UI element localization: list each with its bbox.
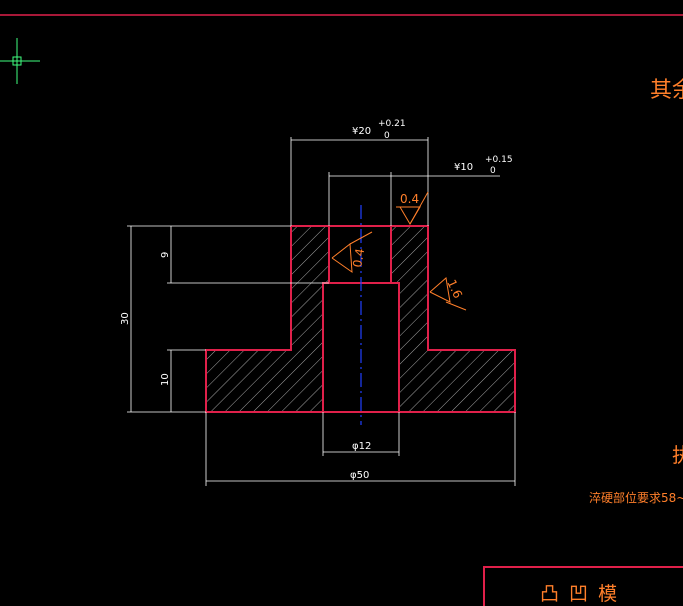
dim-top-diameter: ¥20 — [352, 126, 371, 137]
note-partial-char: 执 — [672, 443, 683, 467]
dim-top-tol-lower: 0 — [384, 131, 390, 141]
roughness-symbol-inner: 0.4 — [331, 231, 373, 274]
dim-hole-diameter: φ12 — [352, 441, 371, 452]
note-hardness: 淬硬部位要求58~ — [589, 490, 683, 505]
dim-top-tol-upper: +0.21 — [378, 119, 406, 129]
dimension-lines — [127, 137, 516, 486]
title-block: 凸 凹 模 — [483, 566, 683, 606]
dim-outer-diameter: φ50 — [350, 470, 369, 481]
dim-inner-tol-lower: 0 — [490, 166, 496, 176]
dimension-texts: ¥20 +0.21 0 ¥10 +0.15 0 30 9 10 φ12 φ50 — [120, 119, 513, 481]
roughness-symbol-top: 0.4 — [396, 191, 429, 225]
note-remaining: 其余 — [650, 78, 683, 103]
roughness-top-value: 0.4 — [400, 192, 419, 206]
dim-top-height: 9 — [160, 252, 171, 258]
dim-inner-diameter: ¥10 — [454, 162, 473, 173]
roughness-inner-value: 0.4 — [350, 247, 367, 268]
title-block-name: 凸 凹 模 — [540, 583, 619, 605]
crosshair-cursor-icon — [0, 38, 40, 84]
roughness-outer-value: 1.6 — [444, 277, 465, 300]
dim-flange-height: 10 — [160, 373, 171, 386]
part-section-hatch — [206, 226, 515, 412]
roughness-symbol-outer: 1.6 — [429, 277, 467, 311]
dim-inner-tol-upper: +0.15 — [485, 155, 513, 165]
dim-total-height: 30 — [120, 312, 131, 325]
